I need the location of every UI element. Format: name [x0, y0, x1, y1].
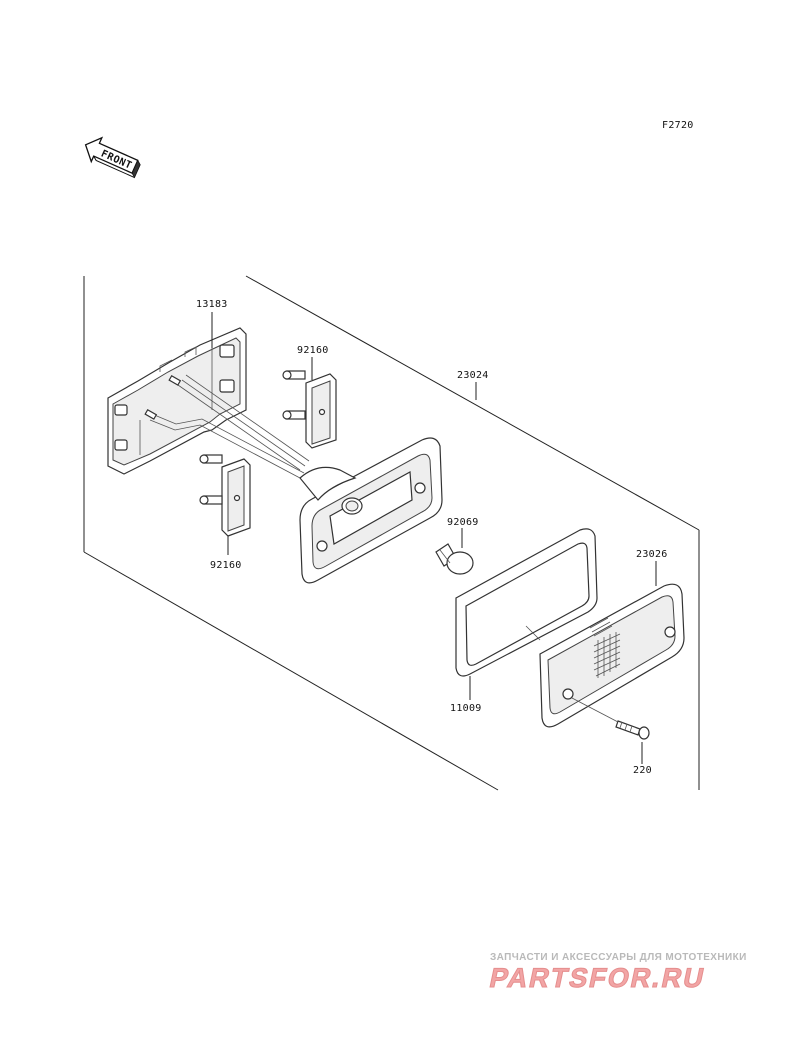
bracket-part [107, 327, 247, 475]
part-number-23026: 23026 [636, 549, 668, 560]
lamp-housing-part [299, 437, 443, 584]
bulb-part [435, 543, 474, 575]
terminal-block-lower [199, 454, 251, 537]
front-arrow-icon: FRONT [84, 136, 141, 179]
screw-part [571, 697, 650, 740]
wire-harness [144, 374, 310, 479]
part-number-13183: 13183 [196, 299, 228, 310]
leader-lines [211, 312, 657, 764]
figure-code: F2720 [662, 120, 694, 131]
terminal-block-upper [282, 370, 337, 449]
part-number-220: 220 [633, 765, 652, 776]
part-number-92069: 92069 [447, 517, 479, 528]
part-number-92160-upper: 92160 [297, 345, 329, 356]
part-number-11009: 11009 [450, 703, 482, 714]
part-number-92160-lower: 92160 [210, 560, 242, 571]
part-number-23024: 23024 [457, 370, 489, 381]
watermark-logo: PARTSFOR.RU [486, 963, 709, 994]
watermark-tagline: ЗАПЧАСТИ И АКСЕССУАРЫ ДЛЯ МОТОТЕХНИКИ [490, 952, 747, 963]
assembly-frame [83, 275, 700, 791]
lens-part [539, 583, 685, 728]
gasket-part [455, 528, 598, 677]
